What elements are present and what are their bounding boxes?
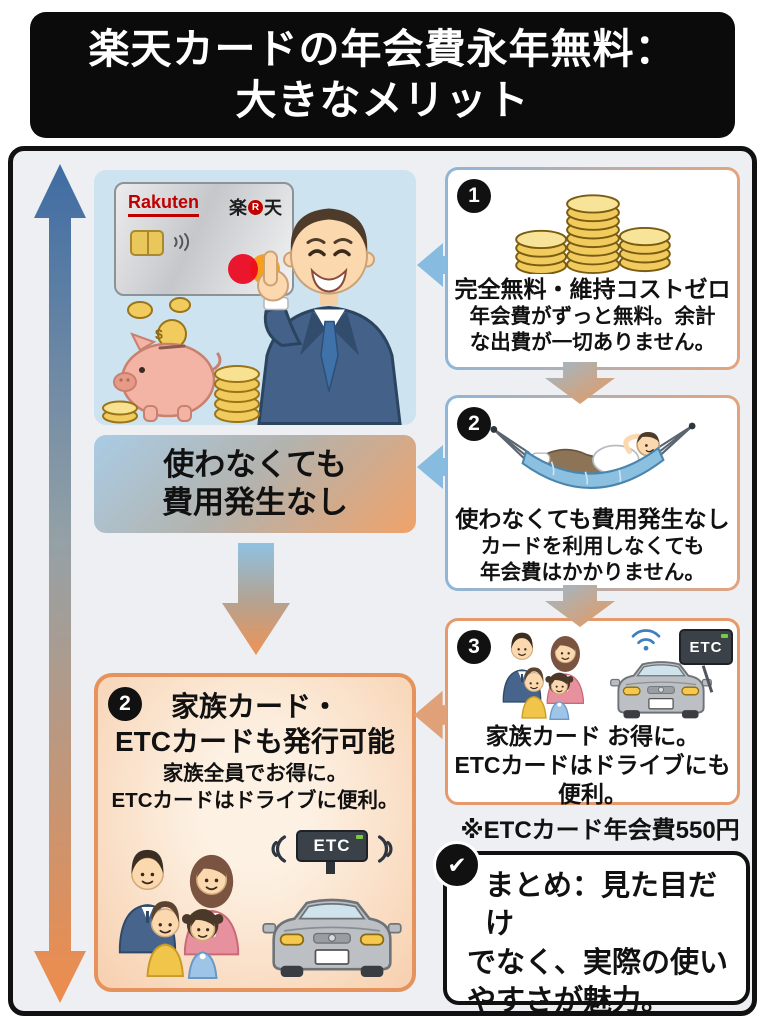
step2-box: 2 使わなくても費 (445, 395, 740, 591)
rakuten-card-illustration-panel: Rakuten 楽 R 天 (94, 170, 416, 425)
page-title-line2: 大きなメリット (235, 77, 530, 123)
car-illustration (258, 882, 406, 978)
step1-box: 1 (445, 167, 740, 370)
step2-badge: 2 (457, 407, 491, 441)
page-title-line1: 楽天カードの年会費永年無料： (88, 26, 677, 73)
etc-fee-note: ※ETCカード年会費550円 (460, 817, 740, 844)
connector-arrow-step1 (417, 243, 447, 287)
benefit-highlight-box: 使わなくても 費用発生なし (94, 435, 416, 533)
flow-down-arrow-1 (545, 362, 615, 404)
family-small-illustration (494, 627, 594, 721)
etc-device: ETC (679, 629, 733, 665)
etc-car-illustration: ETC (258, 830, 406, 980)
summary-line1: まとめ：見た目だけ (485, 870, 718, 941)
step3-badge: 3 (457, 630, 491, 664)
wifi-icon (631, 629, 661, 651)
rakuten-r-icon: R (248, 199, 263, 215)
contactless-icon (174, 233, 189, 251)
step1-badge: 1 (457, 179, 491, 213)
step3-box: 3 ETC 家族カード お得に。 ETCカードはドライブにも 便利。 (445, 618, 740, 807)
connector-arrow-step2 (417, 445, 447, 489)
flow-down-arrow-left (222, 543, 290, 655)
step2-desc: カードを利用しなくても 年会費はかかりません。 (480, 534, 705, 585)
signal-right-icon (374, 834, 398, 864)
rakuten-kanji-logo: 楽 R 天 (229, 198, 282, 218)
hammock-illustration (489, 422, 696, 489)
step1-desc: 年会費がずっと無料。余計 な出費が一切ありません。 (469, 304, 716, 355)
connector-arrow-step3 (414, 690, 447, 740)
flow-down-arrow-2 (545, 585, 615, 627)
family-card-box: 2 家族カード・ ETCカードも発行可能 家族全員でお得に。 ETCカードはドラ… (94, 673, 416, 992)
step-badge-family: 2 (108, 687, 142, 721)
summary-box: ✔ まとめ：見た目だけ でなく、実際の使い やすさが魅力。 (433, 841, 750, 1017)
businessman-illustration (257, 208, 402, 425)
page-title: 楽天カードの年会費永年無料： 大きなメリット (30, 12, 735, 138)
step3-text: 家族カード お得に。 ETCカードはドライブにも 便利。 (454, 723, 731, 807)
summary-line2: でなく、実際の使い (467, 946, 729, 979)
card-chip-icon (130, 230, 164, 256)
family-card-title: 家族カード・ ETCカードも発行可能 (114, 691, 395, 757)
dollar-coin-label: $ (155, 326, 163, 342)
benefit-line2: 費用発生なし (162, 485, 348, 520)
benefit-line1: 使わなくても (163, 447, 347, 483)
piggy-bank-illustration (102, 297, 260, 424)
vertical-range-arrow (34, 164, 86, 1003)
etc-roof-sign: ETC (296, 830, 368, 862)
rakuten-card: Rakuten 楽 R 天 (114, 182, 294, 296)
step2-heading: 使わなくても費用発生なし (455, 506, 730, 532)
step3-illustration: ETC (448, 627, 737, 721)
sign-pole (326, 862, 335, 874)
signal-left-icon (266, 834, 290, 864)
family-card-desc: 家族全員でお得に。 ETCカードはドライブに便利。 (111, 762, 399, 812)
summary-line3: やすさが魅力。 (467, 984, 671, 1017)
family-illustration (106, 842, 254, 980)
rakuten-logo: Rakuten (128, 192, 200, 217)
check-icon: ✔ (433, 841, 481, 889)
family-etc-illustration: ETC (106, 830, 404, 980)
coins-illustration (514, 194, 671, 274)
step1-heading: 完全無料・維持コストゼロ (454, 276, 731, 302)
